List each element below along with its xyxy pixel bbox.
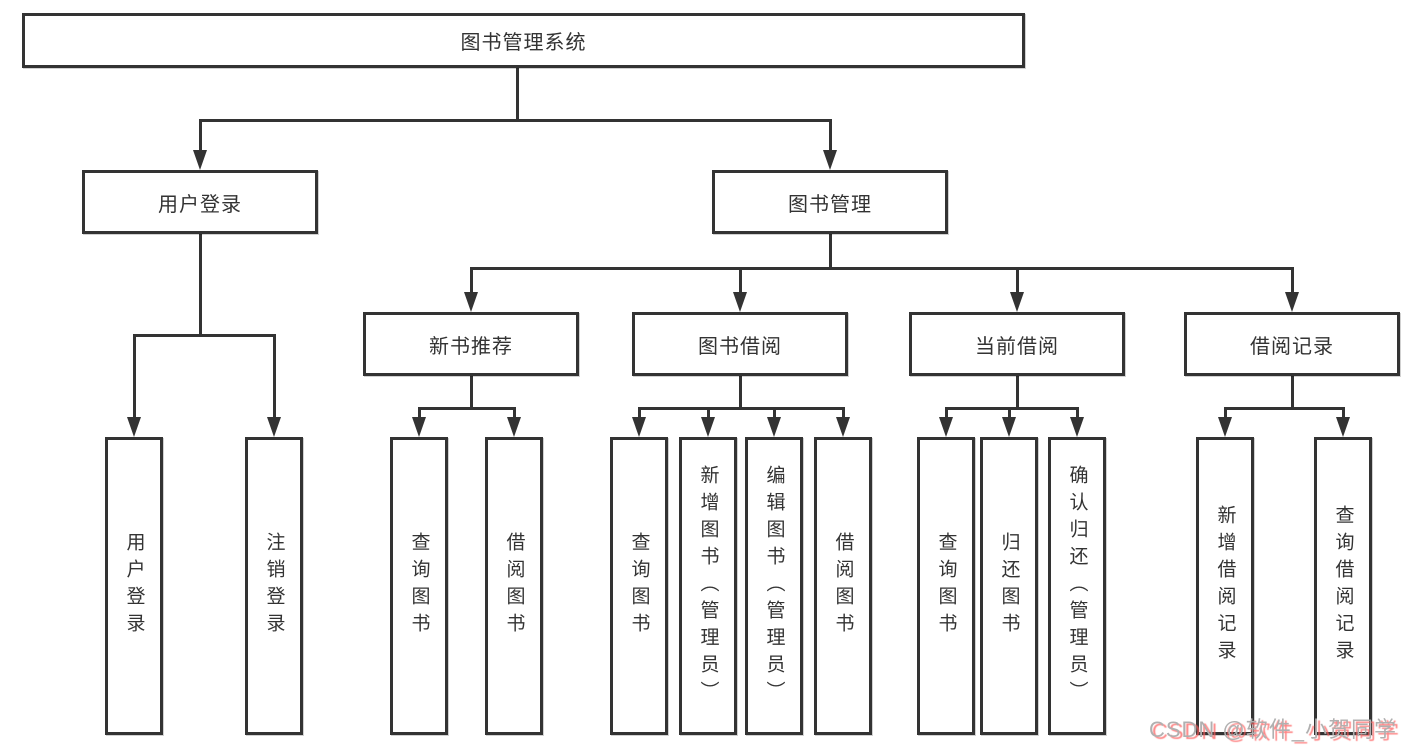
- arrow-down-icon: [464, 292, 478, 312]
- leaf-borrow-query-books: 查询图书: [610, 437, 668, 735]
- arrow-down-icon: [733, 292, 747, 312]
- connector-drop-leaf-logout: [273, 334, 276, 419]
- node-book-borrow-label: 图书借阅: [698, 335, 782, 358]
- leaf-borrow-add-books-admin: 新增图书（管理员）: [679, 437, 737, 735]
- csdn-watermark: CSDN @软件_小贺同学: [1148, 717, 1397, 742]
- arrow-down-icon: [1010, 292, 1024, 312]
- connector-level2-rail: [199, 119, 832, 122]
- connector-level3-rail: [470, 267, 1294, 270]
- arrow-down-icon: [1336, 417, 1350, 437]
- connector-drop-book-borrow: [739, 267, 742, 295]
- connector-root-drop: [516, 68, 519, 121]
- leaf-user-login-label: 用户登录: [123, 532, 145, 640]
- connector-drop-leaf: [707, 407, 710, 419]
- node-root-label: 图书管理系统: [460, 32, 587, 54]
- leaf-borrow-add-books-admin-label: 新增图书（管理员）: [697, 464, 719, 708]
- node-new-book-recommend-label: 新书推荐: [429, 335, 513, 358]
- node-book-management: 图书管理: [712, 170, 948, 234]
- arrow-down-icon: [412, 417, 426, 437]
- arrow-down-icon: [701, 417, 715, 437]
- connector-borrow-leaves-rail: [638, 407, 845, 410]
- connector-new-book-drop: [470, 376, 473, 410]
- connector-book-borrow-drop: [739, 376, 742, 410]
- arrow-down-icon: [836, 417, 850, 437]
- connector-drop-leaf-user-login: [133, 334, 136, 419]
- connector-drop-leaf: [1224, 407, 1227, 419]
- leaf-current-confirm-return-admin: 确认归还（管理员）: [1048, 437, 1106, 735]
- leaf-current-confirm-return-admin-label: 确认归还（管理员）: [1066, 464, 1088, 708]
- connector-user-leaves-rail: [133, 334, 276, 337]
- connector-drop-leaf: [418, 407, 421, 419]
- leaf-current-query-books-label: 查询图书: [935, 532, 957, 640]
- leaf-borrow-borrow-books-label: 借阅图书: [832, 532, 854, 640]
- node-borrow-records: 借阅记录: [1184, 312, 1400, 376]
- leaf-current-return-books-label: 归还图书: [998, 532, 1020, 640]
- leaf-records-query-record: 查询借阅记录: [1314, 437, 1372, 735]
- leaf-records-add-record-label: 新增借阅记录: [1214, 505, 1236, 667]
- leaf-records-add-record: 新增借阅记录: [1196, 437, 1254, 735]
- connector-drop-leaf: [842, 407, 845, 419]
- connector-current-leaves-rail: [945, 407, 1079, 410]
- node-new-book-recommend: 新书推荐: [363, 312, 579, 376]
- arrow-down-icon: [632, 417, 646, 437]
- leaf-logout: 注销登录: [245, 437, 303, 735]
- connector-drop-current-borrow: [1016, 267, 1019, 295]
- connector-current-borrow-drop: [1016, 376, 1019, 410]
- leaf-newbook-borrow-books: 借阅图书: [485, 437, 543, 735]
- node-user-login-label: 用户登录: [158, 193, 242, 216]
- leaf-records-query-record-label: 查询借阅记录: [1332, 505, 1354, 667]
- connector-drop-user-login: [199, 119, 202, 153]
- arrow-down-icon: [1002, 417, 1016, 437]
- node-book-management-label: 图书管理: [788, 193, 872, 216]
- connector-user-login-drop: [199, 234, 202, 337]
- connector-drop-leaf: [1076, 407, 1079, 419]
- leaf-borrow-borrow-books: 借阅图书: [814, 437, 872, 735]
- connector-drop-leaf: [513, 407, 516, 419]
- connector-borrow-records-drop: [1291, 376, 1294, 410]
- arrow-down-icon: [1218, 417, 1232, 437]
- arrow-down-icon: [1070, 417, 1084, 437]
- connector-drop-new-book: [470, 267, 473, 295]
- connector-records-leaves-rail: [1224, 407, 1345, 410]
- node-current-borrow-label: 当前借阅: [975, 335, 1059, 358]
- connector-drop-leaf: [945, 407, 948, 419]
- leaf-current-query-books: 查询图书: [917, 437, 975, 735]
- connector-book-management-drop: [829, 234, 832, 270]
- leaf-borrow-query-books-label: 查询图书: [628, 532, 650, 640]
- connector-drop-leaf: [1342, 407, 1345, 419]
- arrow-down-icon: [823, 150, 837, 170]
- leaf-newbook-borrow-books-label: 借阅图书: [503, 532, 525, 640]
- leaf-borrow-edit-books-admin: 编辑图书（管理员）: [745, 437, 803, 735]
- connector-drop-leaf: [638, 407, 641, 419]
- leaf-user-login: 用户登录: [105, 437, 163, 735]
- node-borrow-records-label: 借阅记录: [1250, 335, 1334, 358]
- leaf-borrow-edit-books-admin-label: 编辑图书（管理员）: [763, 464, 785, 708]
- arrow-down-icon: [267, 417, 281, 437]
- leaf-newbook-query-books: 查询图书: [390, 437, 448, 735]
- arrow-down-icon: [939, 417, 953, 437]
- leaf-logout-label: 注销登录: [263, 532, 285, 640]
- arrow-down-icon: [507, 417, 521, 437]
- arrow-down-icon: [127, 417, 141, 437]
- node-root-library-system: 图书管理系统: [22, 13, 1025, 68]
- arrow-down-icon: [193, 150, 207, 170]
- node-user-login: 用户登录: [82, 170, 318, 234]
- arrow-down-icon: [767, 417, 781, 437]
- connector-newbook-leaves-rail: [418, 407, 516, 410]
- connector-drop-leaf: [773, 407, 776, 419]
- connector-drop-leaf: [1008, 407, 1011, 419]
- leaf-current-return-books: 归还图书: [980, 437, 1038, 735]
- node-book-borrow: 图书借阅: [632, 312, 848, 376]
- connector-drop-book-management: [829, 119, 832, 153]
- node-current-borrow: 当前借阅: [909, 312, 1125, 376]
- leaf-newbook-query-books-label: 查询图书: [408, 532, 430, 640]
- arrow-down-icon: [1285, 292, 1299, 312]
- connector-drop-borrow-records: [1291, 267, 1294, 295]
